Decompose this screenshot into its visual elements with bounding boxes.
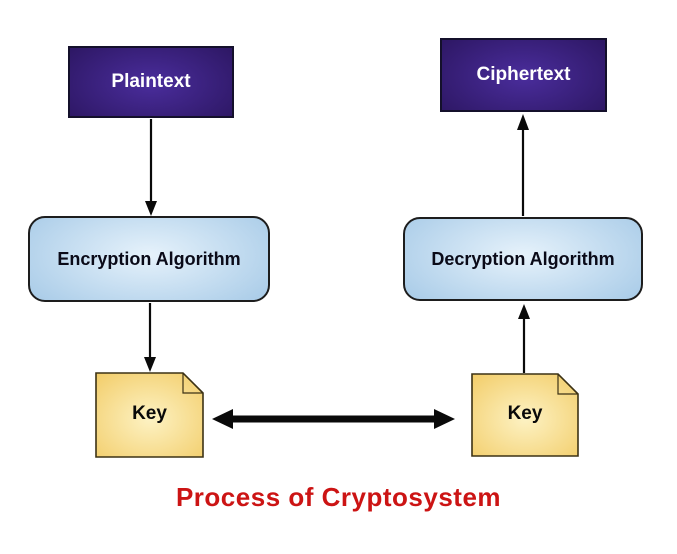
encryption-algorithm-node: Encryption Algorithm	[28, 216, 270, 302]
encryption-algorithm-label: Encryption Algorithm	[57, 248, 241, 269]
plaintext-node: Plaintext	[68, 46, 234, 118]
key-left-label: Key	[132, 403, 167, 424]
decryption-algorithm-label: Decryption Algorithm	[431, 248, 615, 269]
plaintext-label: Plaintext	[111, 71, 191, 92]
key-right-label: Key	[507, 403, 543, 424]
arrow-encryption-to-key	[144, 303, 156, 372]
arrow-plaintext-to-encryption	[145, 119, 157, 216]
arrow-decryption-to-ciphertext	[517, 114, 529, 216]
diagram-title: Process of Cryptosystem	[175, 482, 502, 512]
arrow-key-exchange	[212, 409, 455, 429]
key-right-shape	[471, 373, 579, 457]
ciphertext-node: Ciphertext	[440, 38, 607, 112]
decryption-algorithm-node: Decryption Algorithm	[403, 217, 643, 301]
key-left-shape	[95, 372, 204, 458]
arrow-key-to-decryption	[518, 304, 530, 373]
ciphertext-label: Ciphertext	[476, 64, 571, 85]
